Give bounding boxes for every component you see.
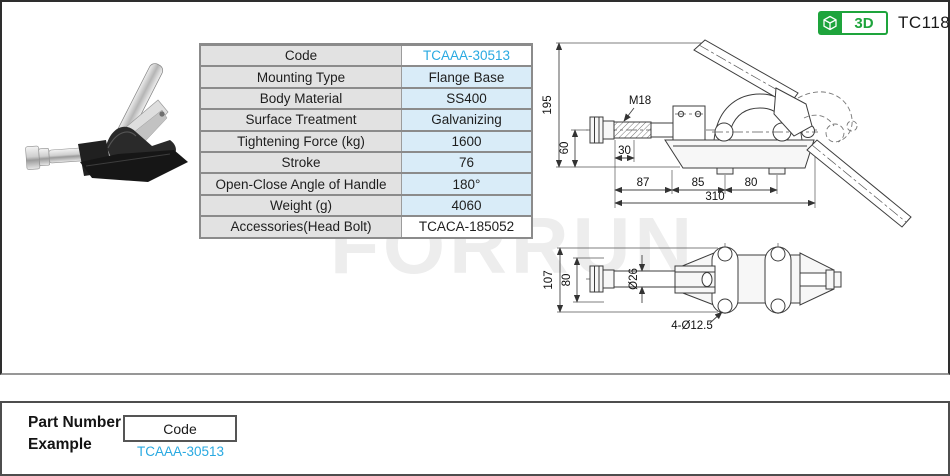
code-box: Code bbox=[123, 415, 237, 442]
mount-bracket bbox=[672, 105, 706, 141]
thread-label: M18 bbox=[629, 95, 651, 107]
spec-value: Flange Base bbox=[401, 65, 532, 88]
side-view: 195 60 M18 30 87 85 80 310 bbox=[542, 39, 912, 228]
spec-label: Body Material bbox=[199, 86, 402, 110]
dim-mounting-holes: 4-Ø12.5 bbox=[671, 320, 713, 332]
table-row: Tightening Force (kg)1600 bbox=[199, 129, 532, 152]
clamp-body bbox=[78, 126, 188, 182]
part-number-line1: Part Number bbox=[28, 414, 122, 431]
badge-3d-label: 3D bbox=[842, 11, 888, 35]
rod-shaft bbox=[650, 122, 677, 138]
spec-label: Code bbox=[199, 44, 402, 67]
jam-nut bbox=[602, 120, 615, 140]
dim-80: 80 bbox=[745, 177, 758, 189]
cube-3d-icon bbox=[818, 11, 842, 35]
spec-value: 76 bbox=[401, 150, 532, 174]
spec-value: TCAAA-30513 bbox=[401, 44, 532, 67]
technical-drawing: 195 60 M18 30 87 85 80 310 bbox=[542, 39, 912, 332]
handle bbox=[693, 39, 799, 106]
product-photo bbox=[25, 63, 188, 182]
catalog-main-panel: FORRUN 3D TC118 bbox=[0, 0, 950, 375]
part-series-code: TC118 bbox=[898, 13, 950, 32]
mount-hole bbox=[717, 246, 733, 262]
top-view: 107 80 Ø26 4-Ø12.5 bbox=[543, 243, 842, 332]
spec-label: Stroke bbox=[199, 150, 402, 174]
dim-thread-length: 30 bbox=[618, 145, 631, 157]
spec-label: Surface Treatment bbox=[199, 108, 402, 131]
spec-value: SS400 bbox=[401, 86, 532, 110]
threaded-rod bbox=[613, 121, 652, 139]
spec-label: Weight (g) bbox=[199, 193, 402, 217]
spec-value: Galvanizing bbox=[401, 108, 532, 131]
dim-rod-diameter: Ø26 bbox=[628, 268, 640, 290]
hex-nut bbox=[589, 116, 604, 144]
spec-value: 4060 bbox=[401, 193, 532, 217]
mount-hole bbox=[717, 298, 733, 314]
spec-label: Tightening Force (kg) bbox=[199, 129, 402, 152]
spec-value: 1600 bbox=[401, 129, 532, 152]
view-3d-badge[interactable]: 3D bbox=[818, 11, 888, 35]
dim-rod-height: 60 bbox=[559, 142, 571, 155]
dim-85: 85 bbox=[692, 177, 705, 189]
mount-hole bbox=[770, 298, 786, 314]
spec-label: Open-Close Angle of Handle bbox=[199, 172, 402, 195]
dim-overall-width: 107 bbox=[543, 270, 555, 289]
spec-label: Accessories(Head Bolt) bbox=[199, 215, 402, 238]
example-code-value: TCAAA-30513 bbox=[137, 444, 225, 459]
dim-overall-length: 310 bbox=[705, 191, 724, 203]
part-number-example-panel: Part Number Example Code TCAAA-30513 bbox=[0, 401, 950, 476]
base bbox=[664, 139, 815, 169]
dim-overall-height: 195 bbox=[542, 95, 554, 114]
dim-87: 87 bbox=[637, 177, 650, 189]
spec-value: 180° bbox=[401, 172, 532, 195]
table-row: Weight (g)4060 bbox=[199, 193, 532, 217]
spec-label: Mounting Type bbox=[199, 65, 402, 88]
rod-top bbox=[613, 270, 676, 288]
spec-value: TCACA-185052 bbox=[401, 215, 532, 238]
part-number-line2: Example bbox=[28, 436, 92, 454]
dim-flange-width: 80 bbox=[561, 274, 573, 287]
table-row: Accessories(Head Bolt)TCACA-185052 bbox=[199, 215, 532, 238]
part-number-example-label: Part Number Example bbox=[28, 412, 121, 457]
mount-hole bbox=[770, 246, 786, 262]
